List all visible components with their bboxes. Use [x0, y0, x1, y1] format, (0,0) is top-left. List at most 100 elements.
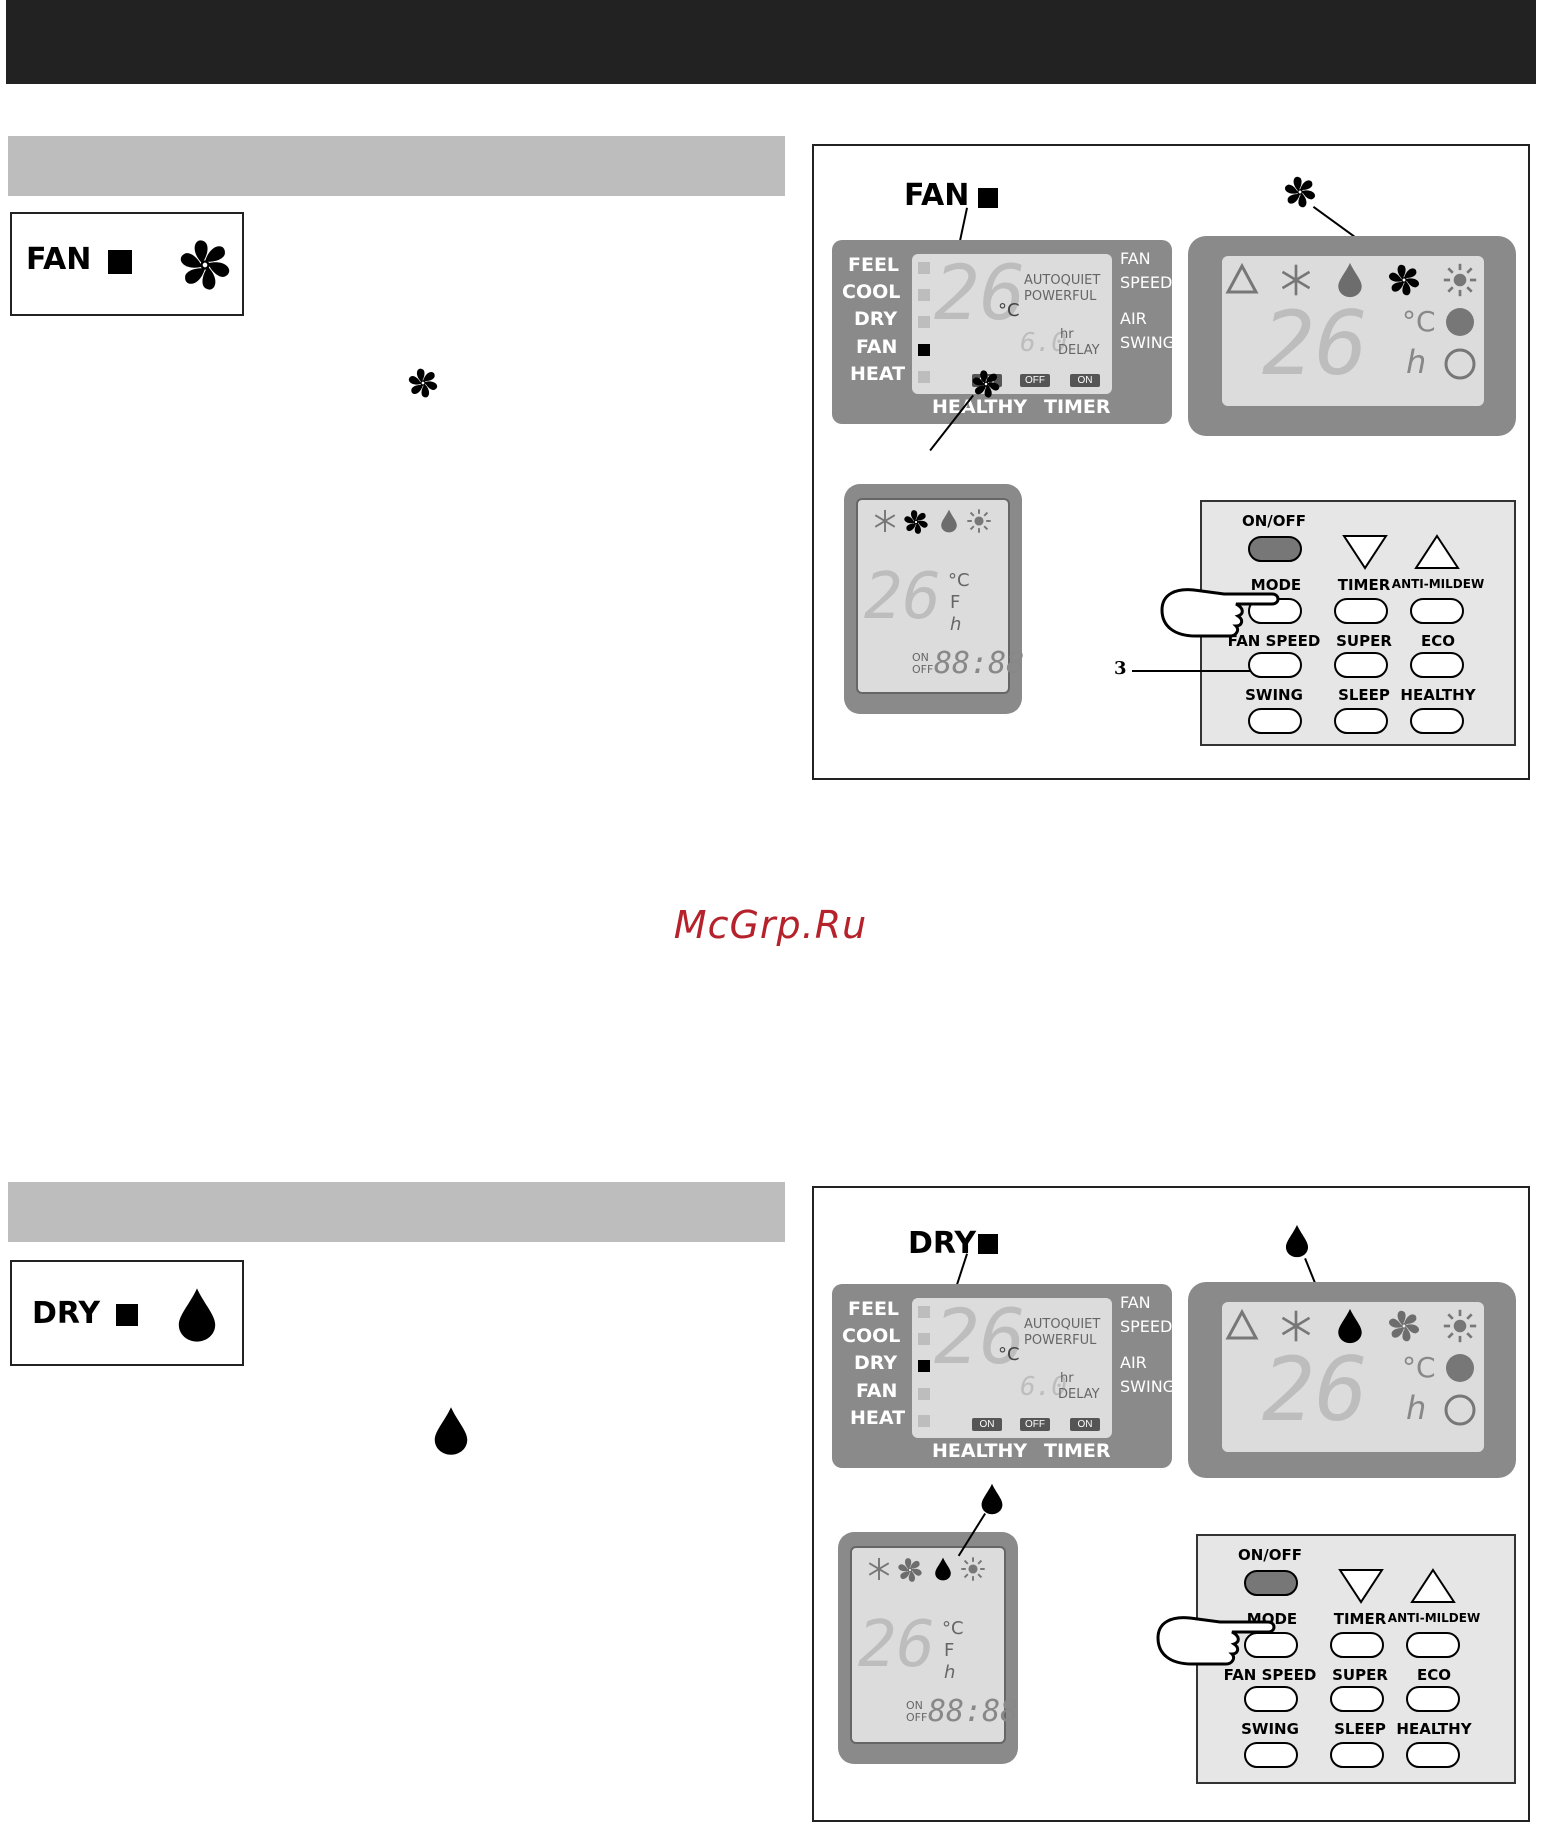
- remote-digits: 26: [864, 560, 942, 634]
- anti-mildew-button[interactable]: [1406, 1632, 1460, 1658]
- anti-mildew-button[interactable]: [1410, 598, 1464, 624]
- timer-digits: 6.0: [1020, 328, 1067, 358]
- button-label-eco: ECO: [1420, 632, 1455, 650]
- mode-text-autoquiet: AUTOQUIET: [1024, 273, 1101, 288]
- button-label-timer: TIMER: [1337, 576, 1391, 594]
- mode-text-powerful: POWERFUL: [1024, 1333, 1097, 1348]
- sleep-button[interactable]: [1334, 708, 1388, 734]
- timer-button[interactable]: [1334, 598, 1388, 624]
- leader-line: [1132, 670, 1250, 672]
- header-bar: [6, 0, 1536, 84]
- on-tag: ON: [1070, 374, 1100, 387]
- button-label-anti-mildew: ANTI-MILDEW: [1387, 1611, 1481, 1625]
- timer-button[interactable]: [1330, 1632, 1384, 1658]
- mode-label: FAN: [26, 242, 92, 277]
- panel-label-fan: FAN: [856, 336, 898, 358]
- mode-button[interactable]: [1244, 1632, 1298, 1658]
- remote-unit-h: h: [950, 614, 962, 635]
- temp-digits: 26: [934, 1292, 1026, 1381]
- sun-icon: [960, 1556, 986, 1582]
- remote-lcd: 26 °C F h ON OFF 88:88: [856, 498, 1024, 694]
- fan-speed-button[interactable]: [1248, 652, 1302, 678]
- panel-label-fan-speed: FAN: [1120, 1293, 1151, 1312]
- clock-icon: [1444, 308, 1476, 380]
- drop-icon: [934, 1556, 952, 1582]
- panel-label-dry: DRY: [854, 1352, 898, 1374]
- button-label-sleep: SLEEP: [1334, 1720, 1386, 1738]
- healthy-button[interactable]: [1410, 708, 1464, 734]
- button-label-swing: SWING: [1241, 1720, 1299, 1738]
- panel-label-timer: TIMER: [1044, 396, 1111, 418]
- remote-off-label: OFF: [912, 663, 934, 676]
- button-label-super: SUPER: [1332, 1666, 1388, 1684]
- triangle-down-icon[interactable]: [1340, 532, 1390, 572]
- sun-icon: [1442, 1308, 1478, 1344]
- remote-unit-h: h: [944, 1662, 956, 1683]
- indoor-unit-panel: FEEL COOL DRY FAN HEAT 26 °C AUTOQUIET P…: [832, 1284, 1175, 1468]
- healthy-button[interactable]: [1406, 1742, 1460, 1768]
- on-tag: ON: [1070, 1418, 1100, 1431]
- triangle-up-icon[interactable]: [1408, 1566, 1458, 1606]
- timer-unit: hr: [1060, 1371, 1074, 1386]
- mode-label: DRY: [32, 1296, 101, 1331]
- super-button[interactable]: [1334, 652, 1388, 678]
- fan-speed-button[interactable]: [1244, 1686, 1298, 1712]
- timer-unit: hr: [1060, 327, 1074, 342]
- remote-clock: 88:88: [928, 1694, 1019, 1729]
- panel-label-air: AIR: [1120, 1353, 1147, 1372]
- eco-button[interactable]: [1410, 652, 1464, 678]
- swing-button[interactable]: [1248, 708, 1302, 734]
- mode-indicator: [918, 1388, 930, 1400]
- display-digits: 26: [1262, 1338, 1368, 1441]
- mode-text-autoquiet: AUTOQUIET: [1024, 1317, 1101, 1332]
- remote-digits: 26: [858, 1608, 936, 1682]
- fan-icon: [896, 1556, 924, 1584]
- off-tag: OFF: [1020, 374, 1050, 387]
- indoor-unit-panel: FEEL COOL DRY FAN HEAT 26 °C AUTOQUIET P…: [832, 240, 1176, 424]
- panel-label-heat: HEAT: [850, 363, 906, 385]
- timer-digits: 6.0: [1020, 1372, 1067, 1402]
- fan-icon: [176, 236, 234, 294]
- super-button[interactable]: [1330, 1686, 1384, 1712]
- timer-delay-text: DELAY: [1058, 1387, 1100, 1402]
- fan-icon: [1386, 262, 1422, 298]
- on-off-button[interactable]: [1248, 536, 1302, 562]
- triangle-down-icon[interactable]: [1336, 1566, 1386, 1606]
- mode-indicator: [918, 1415, 930, 1427]
- fan-mode-figure: FAN FEEL COOL DRY FAN HEAT 26 °C AUTOQUI…: [812, 144, 1530, 780]
- button-label-sleep: SLEEP: [1338, 686, 1390, 704]
- on-off-button[interactable]: [1244, 1570, 1298, 1596]
- triangle-up-icon[interactable]: [1412, 532, 1462, 572]
- button-label-fan-speed: FAN SPEED: [1227, 632, 1321, 650]
- timer-delay-text: DELAY: [1058, 343, 1100, 358]
- button-label-mode: MODE: [1250, 576, 1302, 594]
- fan-icon: [1282, 174, 1318, 210]
- fan-icon: [970, 368, 1002, 400]
- fan-icon: [1386, 1308, 1422, 1344]
- mode-box-fan: FAN: [10, 212, 244, 316]
- button-label-anti-mildew: ANTI-MILDEW: [1391, 577, 1485, 591]
- auto-mode-icon: [1225, 1308, 1259, 1340]
- button-label-healthy: HEALTHY: [1396, 1720, 1472, 1738]
- eco-button[interactable]: [1406, 1686, 1460, 1712]
- panel-label-swing: SWING: [1120, 333, 1176, 352]
- fan-icon: [406, 366, 440, 400]
- button-label-fan-speed: FAN SPEED: [1223, 1666, 1317, 1684]
- remote-on-label: ON: [912, 651, 929, 664]
- panel-label-feel: FEEL: [848, 254, 900, 276]
- remote-on-label: ON: [906, 1699, 923, 1712]
- remote-lcd-panel: 26 °C F h ON OFF 88:88: [844, 484, 1024, 714]
- swing-button[interactable]: [1244, 1742, 1298, 1768]
- drop-icon: [940, 508, 958, 534]
- mode-box-dry: DRY: [10, 1260, 244, 1366]
- panel-label-heat: HEAT: [850, 1407, 906, 1429]
- panel-label-feel: FEEL: [848, 1298, 900, 1320]
- display-panel: 26 °C h: [1188, 236, 1516, 436]
- panel-label-fan-speed: FAN: [1120, 249, 1151, 268]
- sleep-button[interactable]: [1330, 1742, 1384, 1768]
- indicator-square: [978, 1234, 998, 1254]
- button-label-super: SUPER: [1336, 632, 1392, 650]
- display-unit-h: h: [1406, 343, 1427, 381]
- panel-label-air: AIR: [1120, 309, 1147, 328]
- pointer-number: 3: [1114, 658, 1127, 679]
